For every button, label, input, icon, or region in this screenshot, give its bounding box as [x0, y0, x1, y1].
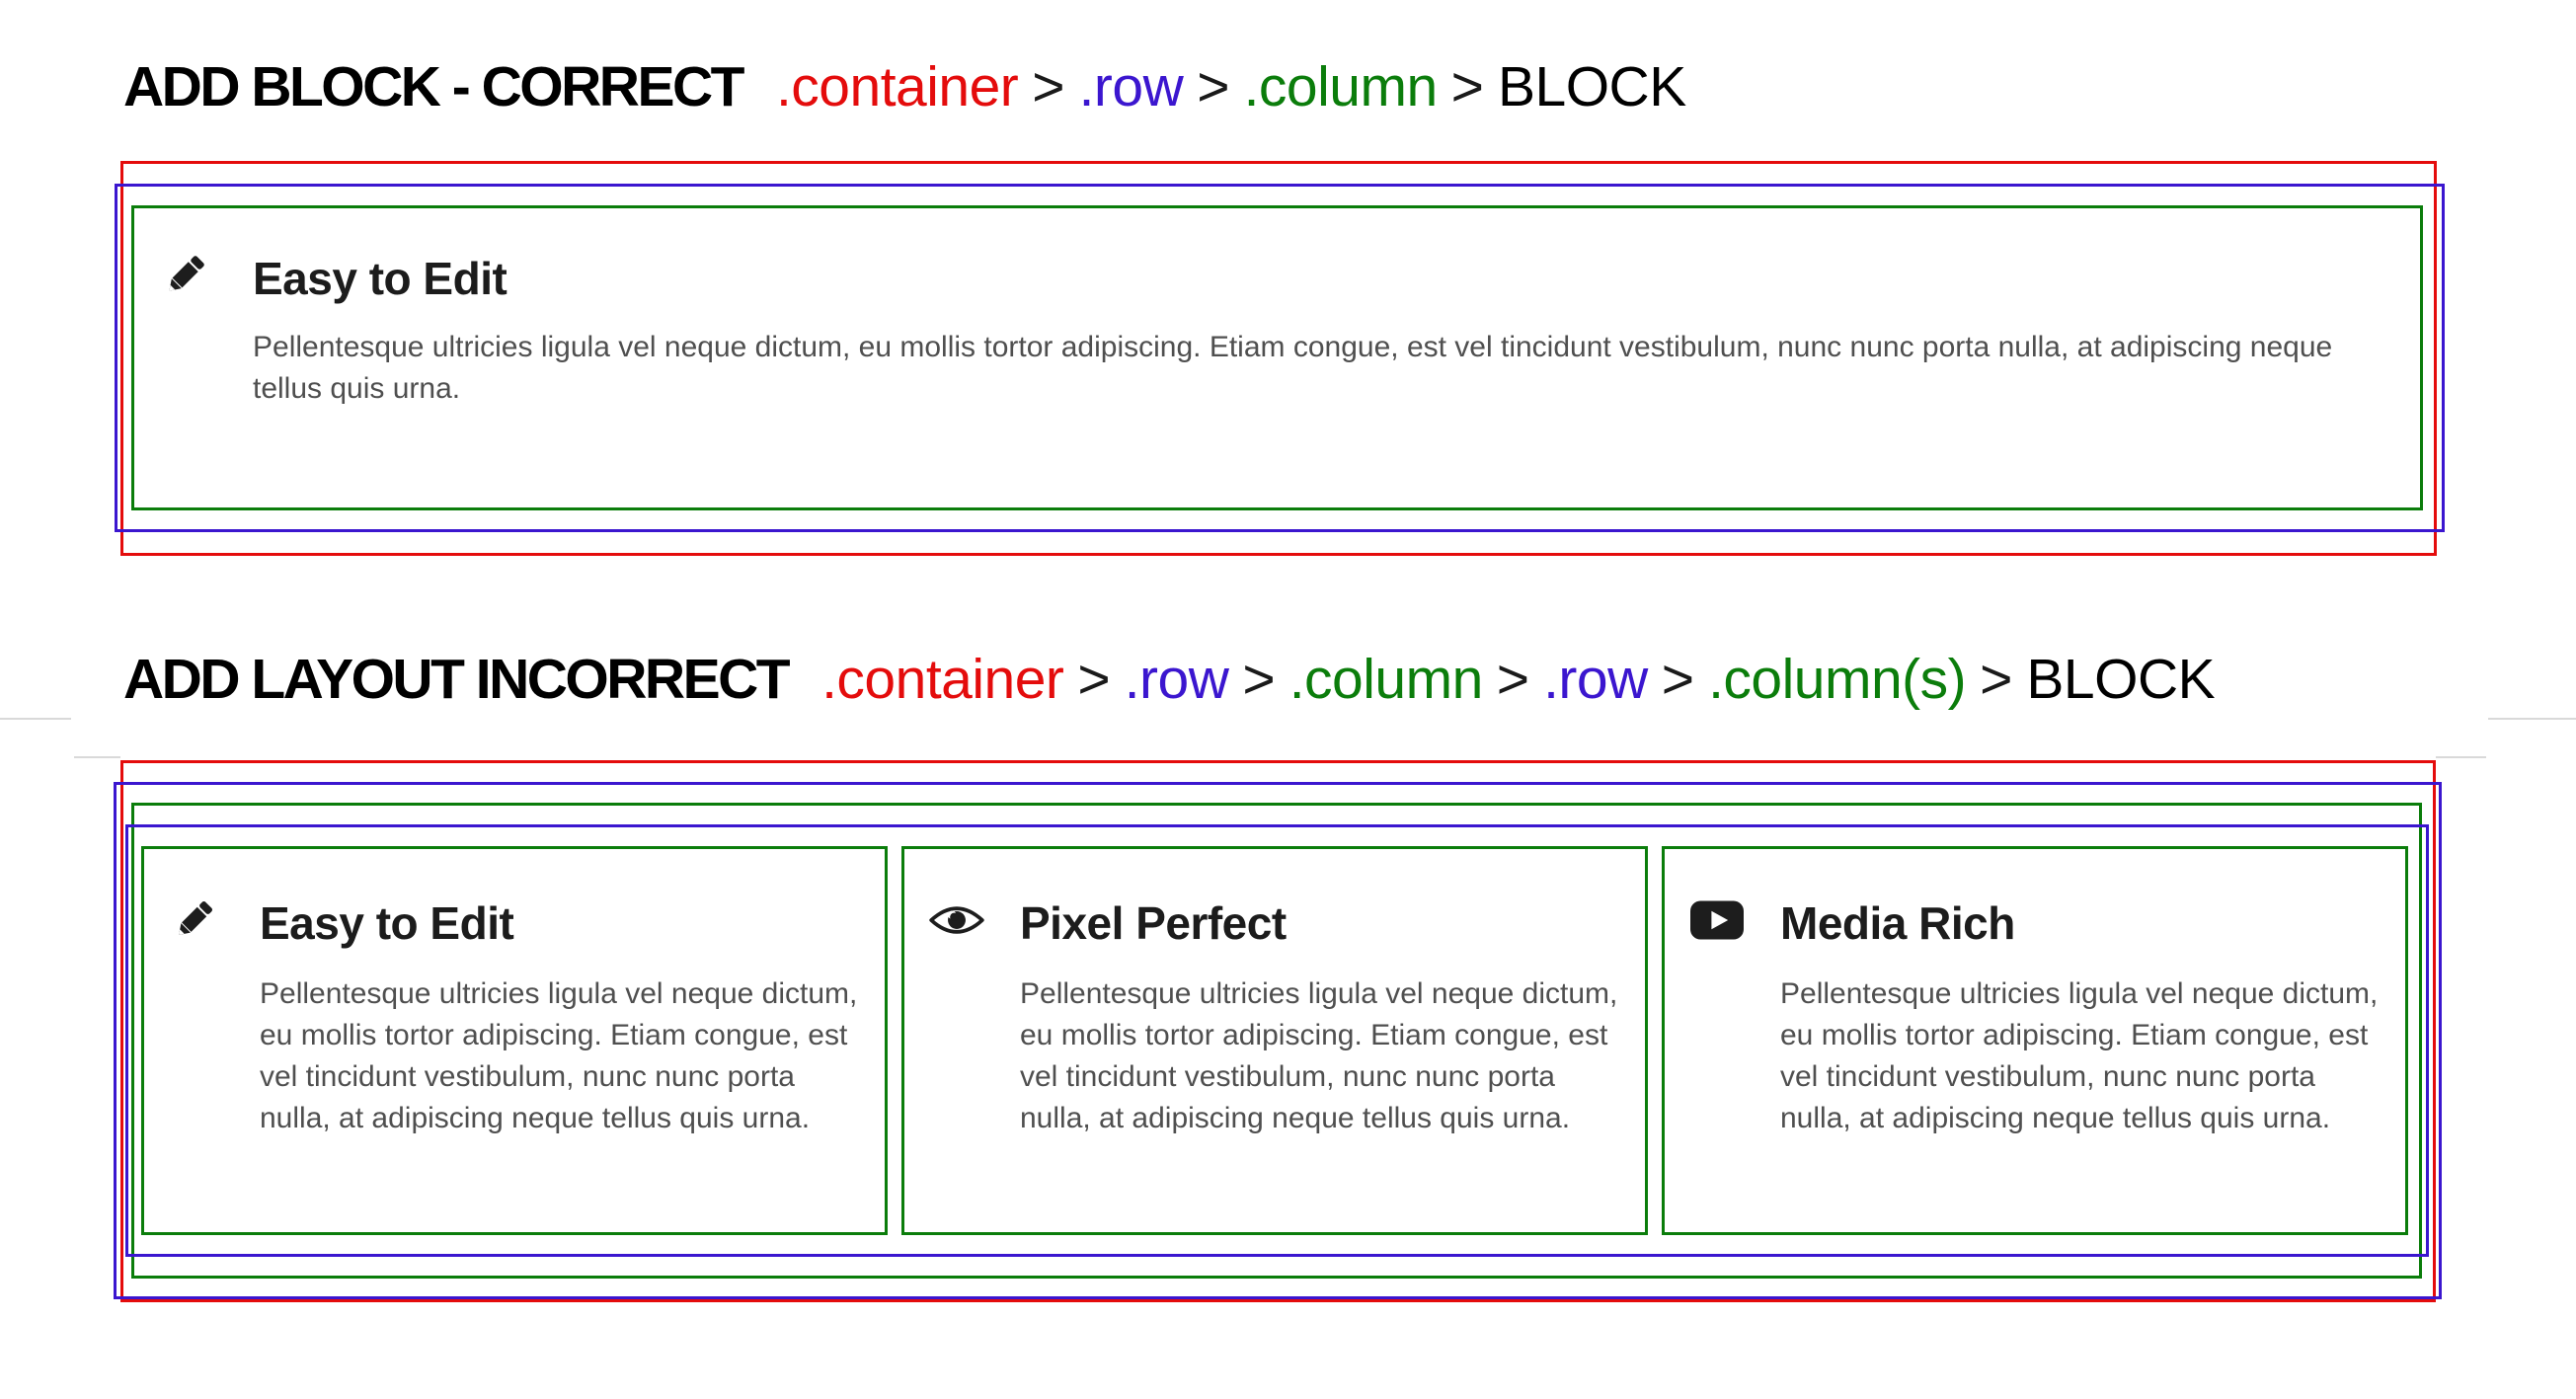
card-heading: Pixel Perfect: [1020, 897, 1287, 949]
hierarchy-separator: >: [1980, 648, 2013, 711]
card-body-text: Pellentesque ultricies ligula vel neque …: [1780, 977, 2379, 1134]
hierarchy-separator: >: [1077, 648, 1111, 711]
page-divider-line: [0, 718, 71, 720]
hierarchy-container-label: .container: [821, 648, 1064, 711]
section-correct-title: ADD BLOCK - CORRECT .container > .row > …: [123, 47, 1686, 126]
inner-row-outline-blue: [125, 824, 2429, 1257]
column-outline-green: Easy to Edit Pellentesque ultricies ligu…: [131, 205, 2423, 510]
card-heading: Easy to Edit: [253, 253, 507, 304]
hierarchy-separator: >: [1032, 55, 1065, 118]
hierarchy-row-label: .row: [1078, 55, 1184, 118]
inner-columns-row: Easy to Edit Pellentesque ultricies ligu…: [141, 846, 2408, 1235]
outer-column-outline-green: [131, 803, 2422, 1279]
card-heading: Media Rich: [1780, 897, 2015, 949]
container-outline-red: [120, 161, 2437, 556]
page-divider-line: [2488, 718, 2576, 720]
inner-column-pixel-perfect: Pixel Perfect Pellentesque ultricies lig…: [901, 846, 1648, 1235]
hierarchy-separator: >: [1242, 648, 1276, 711]
hierarchy-separator: >: [1197, 55, 1230, 118]
section-incorrect-title: ADD LAYOUT INCORRECT .container > .row >…: [123, 640, 2216, 719]
hierarchy-separator: >: [1496, 648, 1530, 711]
outer-row-outline-blue: [114, 782, 2442, 1299]
hierarchy-block-label: BLOCK: [2026, 648, 2216, 711]
hierarchy-inner-row-label: .row: [1543, 648, 1648, 711]
youtube-play-icon: [1690, 900, 1744, 940]
pencil-icon: [161, 249, 210, 300]
card-body-text: Pellentesque ultricies ligula vel neque …: [1020, 977, 1618, 1134]
hierarchy-separator: >: [1450, 55, 1484, 118]
page-divider-line: [74, 756, 120, 758]
row-outline-blue: [115, 184, 2445, 532]
hierarchy-container-label: .container: [775, 55, 1019, 118]
hierarchy-inner-columns-label: .column(s): [1708, 648, 1967, 711]
hierarchy-block-label: BLOCK: [1497, 55, 1686, 118]
hierarchy-column-label: .column: [1243, 55, 1439, 118]
inner-column-media-rich: Media Rich Pellentesque ultricies ligula…: [1662, 846, 2408, 1235]
inner-column-easy-to-edit: Easy to Edit Pellentesque ultricies ligu…: [141, 846, 888, 1235]
card-body-text: Pellentesque ultricies ligula vel neque …: [260, 977, 858, 1134]
container-outline-red: [120, 760, 2436, 1302]
eye-icon: [928, 900, 985, 940]
section-correct-title-label: ADD BLOCK - CORRECT: [123, 55, 744, 118]
page-divider-line: [2436, 756, 2486, 758]
card-heading: Easy to Edit: [260, 897, 514, 949]
section-incorrect-title-label: ADD LAYOUT INCORRECT: [123, 648, 791, 711]
pencil-icon: [171, 894, 218, 944]
hierarchy-separator: >: [1661, 648, 1695, 711]
hierarchy-row-label: .row: [1124, 648, 1229, 711]
hierarchy-column-label: .column: [1288, 648, 1484, 711]
card-body-text: Pellentesque ultricies ligula vel neque …: [253, 331, 2333, 405]
